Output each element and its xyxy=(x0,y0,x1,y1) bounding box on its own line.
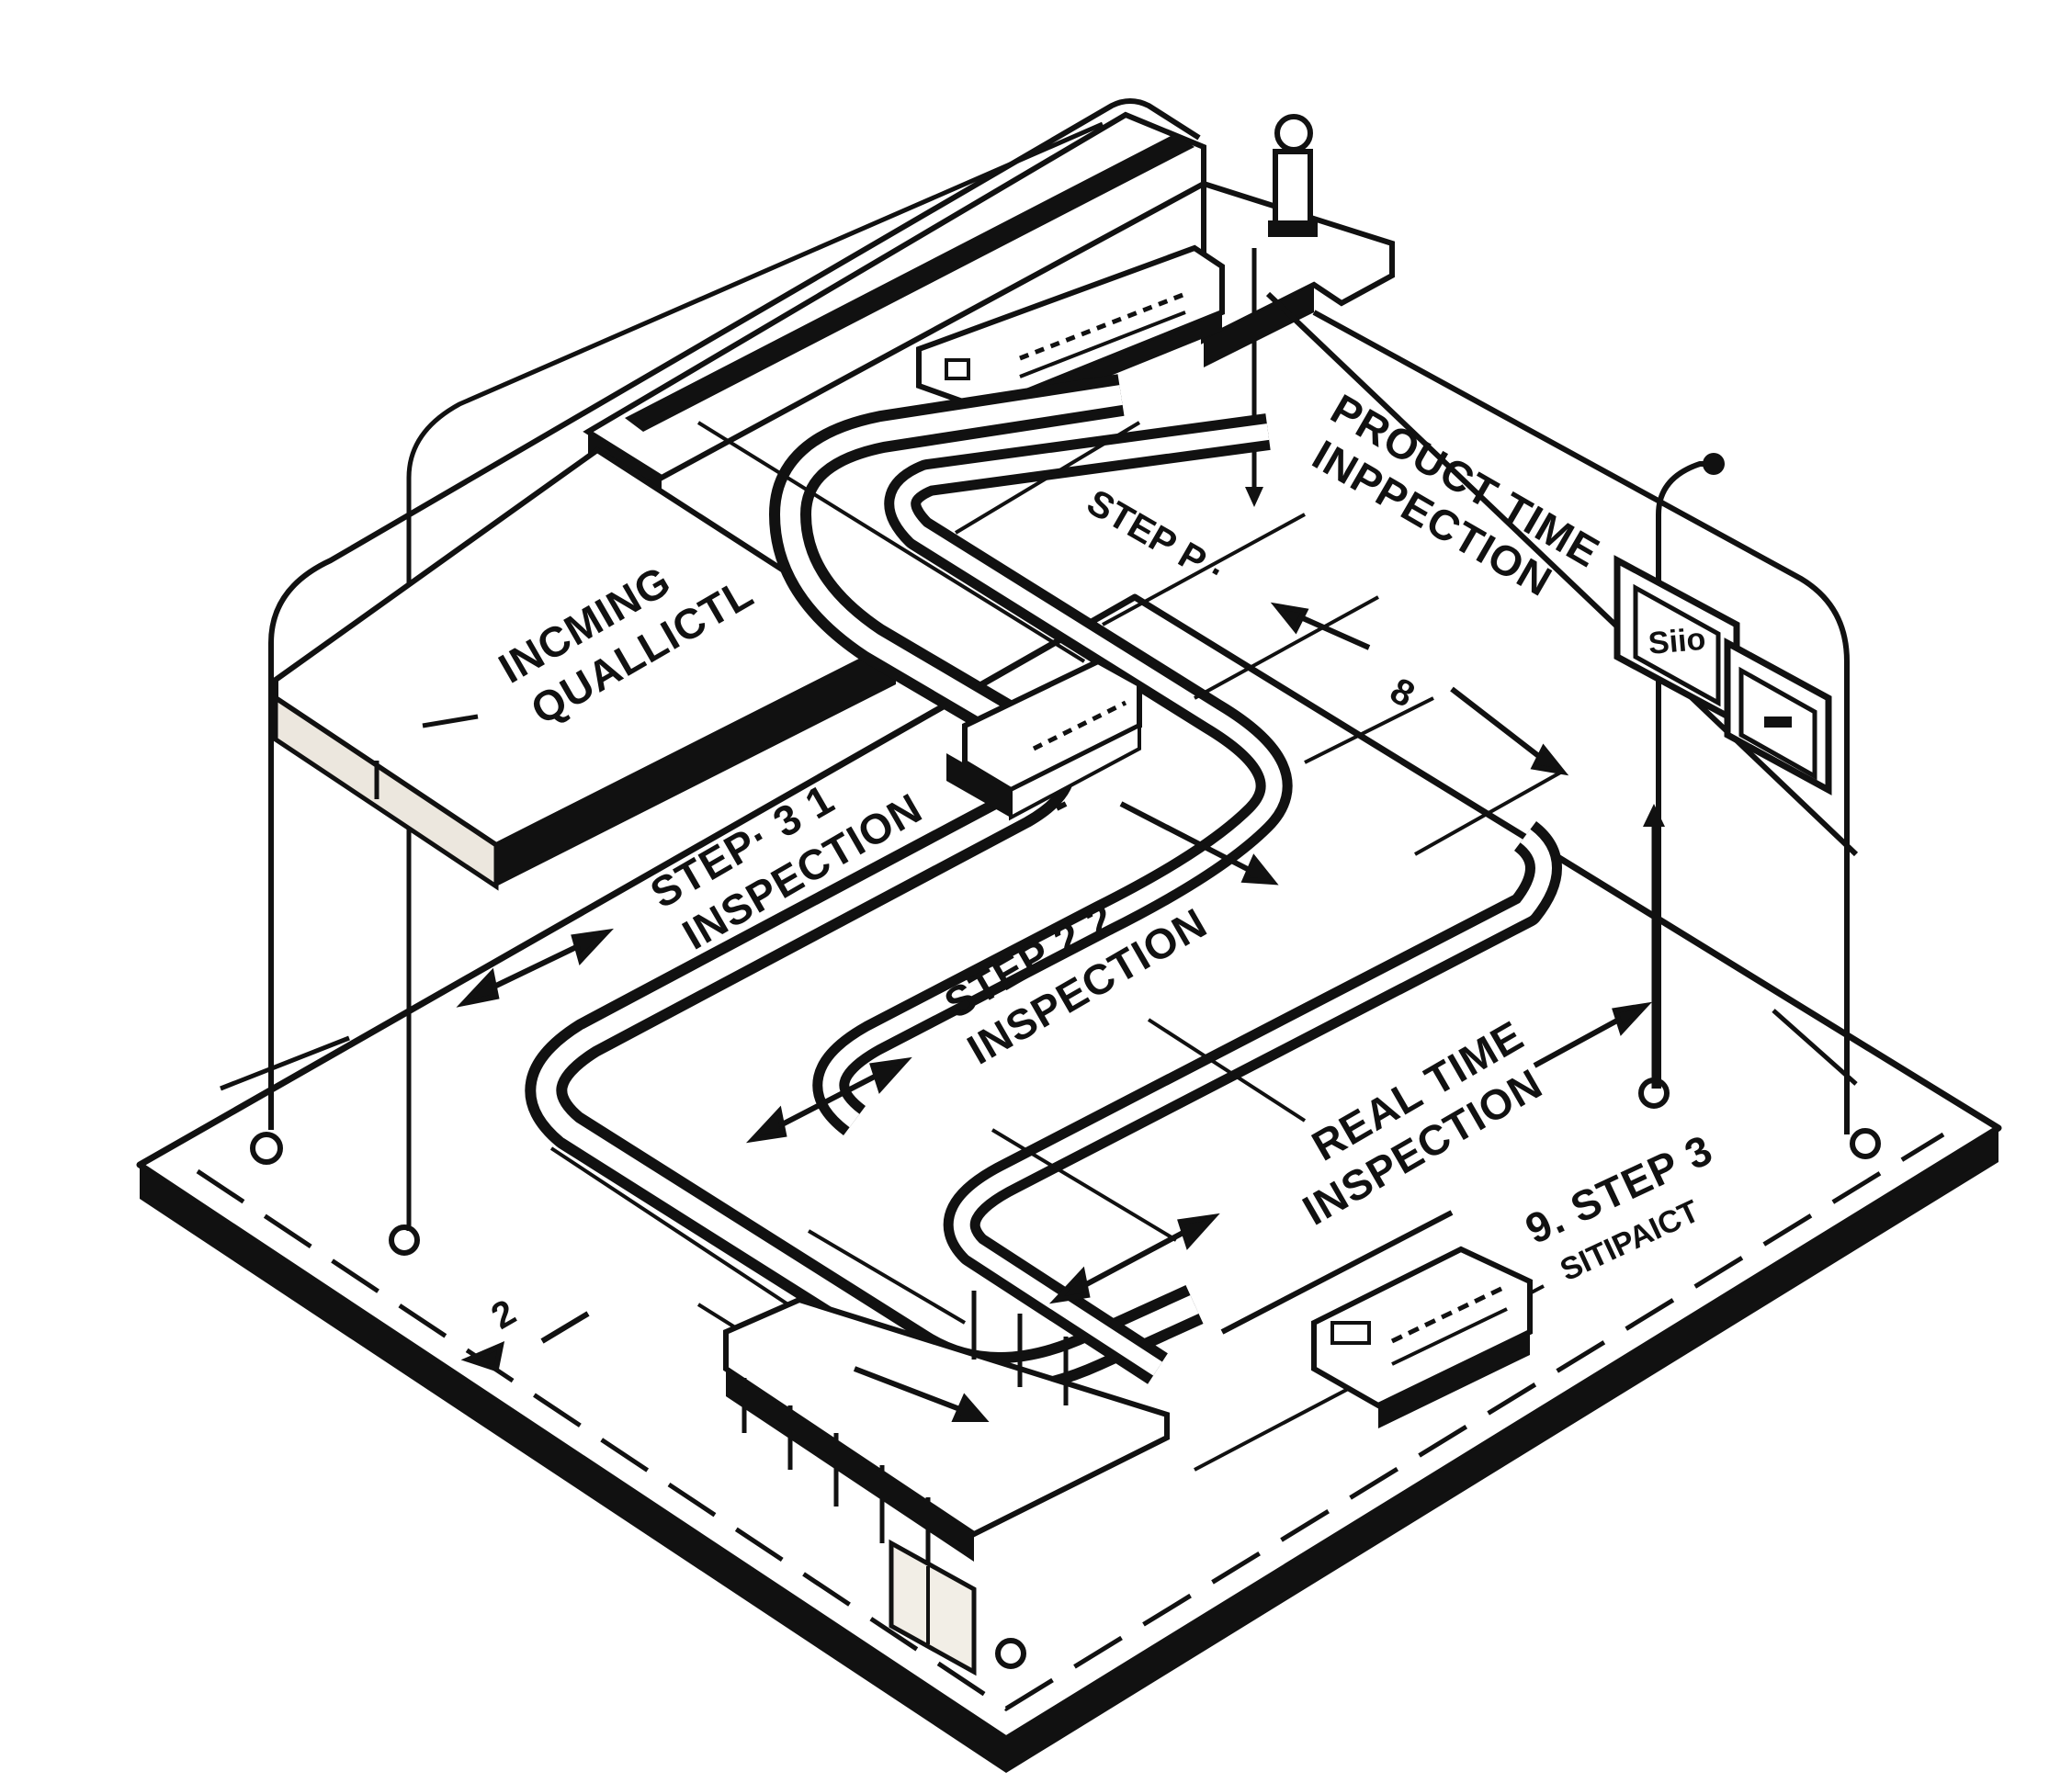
step-p-label: STEP P · xyxy=(1081,482,1232,593)
bolt-icon xyxy=(389,1224,420,1256)
light-tower-icon xyxy=(1245,114,1318,507)
lamp-post-icon xyxy=(1643,453,1725,1089)
double-arrow-icon xyxy=(456,602,1653,1422)
control-panel-icon: Siio xyxy=(1613,555,1832,796)
cart-icon xyxy=(946,658,1142,821)
bolt-icon xyxy=(1850,1128,1881,1159)
bolt-icon xyxy=(995,1638,1026,1669)
tram-car-icon xyxy=(1311,1246,1533,1428)
incoming-quality-block: INCMING QUALLICTL xyxy=(273,446,902,891)
bolt-icon xyxy=(250,1132,283,1165)
upper-structure xyxy=(268,98,1859,1231)
loading-dock xyxy=(723,1291,1170,1676)
monitor-text: Siio xyxy=(1647,622,1706,661)
